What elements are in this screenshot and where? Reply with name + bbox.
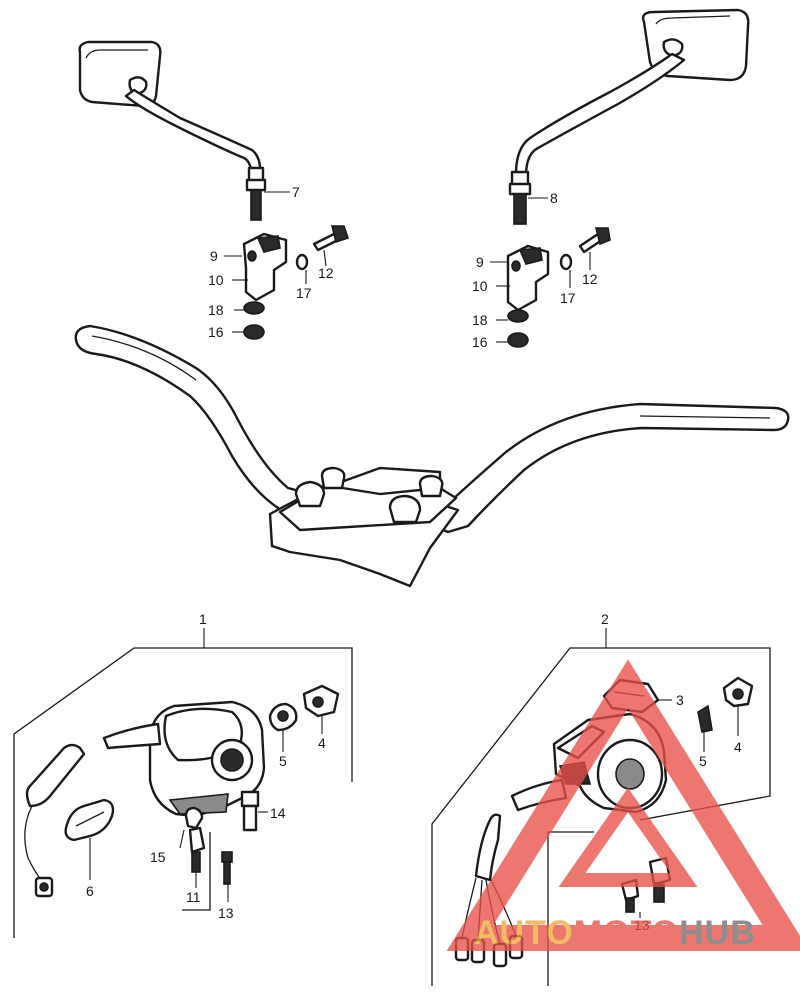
label-10-right: 10 bbox=[472, 278, 488, 294]
label-18-right: 18 bbox=[472, 312, 488, 328]
label-6: 6 bbox=[86, 883, 94, 899]
label-12-right: 12 bbox=[582, 271, 598, 287]
label-9-right: 9 bbox=[476, 254, 484, 270]
watermark-logo: AUTOMOTOHUB bbox=[446, 659, 800, 952]
label-15: 15 bbox=[150, 849, 166, 865]
label-10-left: 10 bbox=[208, 272, 224, 288]
label-18-left: 18 bbox=[208, 302, 224, 318]
watermark-text-auto: AUTO bbox=[474, 914, 574, 952]
label-4-left: 4 bbox=[318, 735, 326, 751]
label-9-left: 9 bbox=[210, 248, 218, 264]
handlebar-clamp bbox=[268, 466, 460, 588]
label-4-right: 4 bbox=[734, 739, 742, 755]
leader-lines bbox=[89, 191, 739, 918]
handlebar bbox=[74, 324, 790, 534]
label-7: 7 bbox=[292, 184, 300, 200]
label-12-left: 12 bbox=[318, 265, 334, 281]
label-17-right: 17 bbox=[560, 290, 576, 306]
left-switch-assembly bbox=[13, 628, 353, 938]
label-17-left: 17 bbox=[296, 285, 312, 301]
right-mirror-holder bbox=[506, 227, 611, 348]
watermark-text-moto: MOTO bbox=[574, 914, 679, 952]
label-14: 14 bbox=[270, 805, 286, 821]
label-2: 2 bbox=[601, 611, 609, 627]
left-mirror-holder bbox=[242, 225, 350, 340]
watermark-text: AUTOMOTOHUB bbox=[474, 914, 756, 952]
left-mirror bbox=[78, 40, 267, 221]
label-5-left: 5 bbox=[279, 753, 287, 769]
watermark-triangle bbox=[446, 659, 800, 951]
watermark-triangle-inner bbox=[558, 787, 698, 887]
label-8: 8 bbox=[550, 190, 558, 206]
label-13-left: 13 bbox=[218, 905, 234, 921]
label-1: 1 bbox=[199, 611, 207, 627]
label-16-left: 16 bbox=[208, 324, 224, 340]
part-number-labels: 1 2 3 4 4 5 5 6 7 8 9 9 10 10 11 12 12 1… bbox=[86, 184, 742, 933]
label-16-right: 16 bbox=[472, 334, 488, 350]
watermark-text-hub: HUB bbox=[679, 914, 756, 952]
label-11: 11 bbox=[186, 889, 201, 905]
label-3: 3 bbox=[676, 692, 684, 708]
label-5-right: 5 bbox=[699, 753, 707, 769]
right-mirror bbox=[508, 8, 750, 225]
